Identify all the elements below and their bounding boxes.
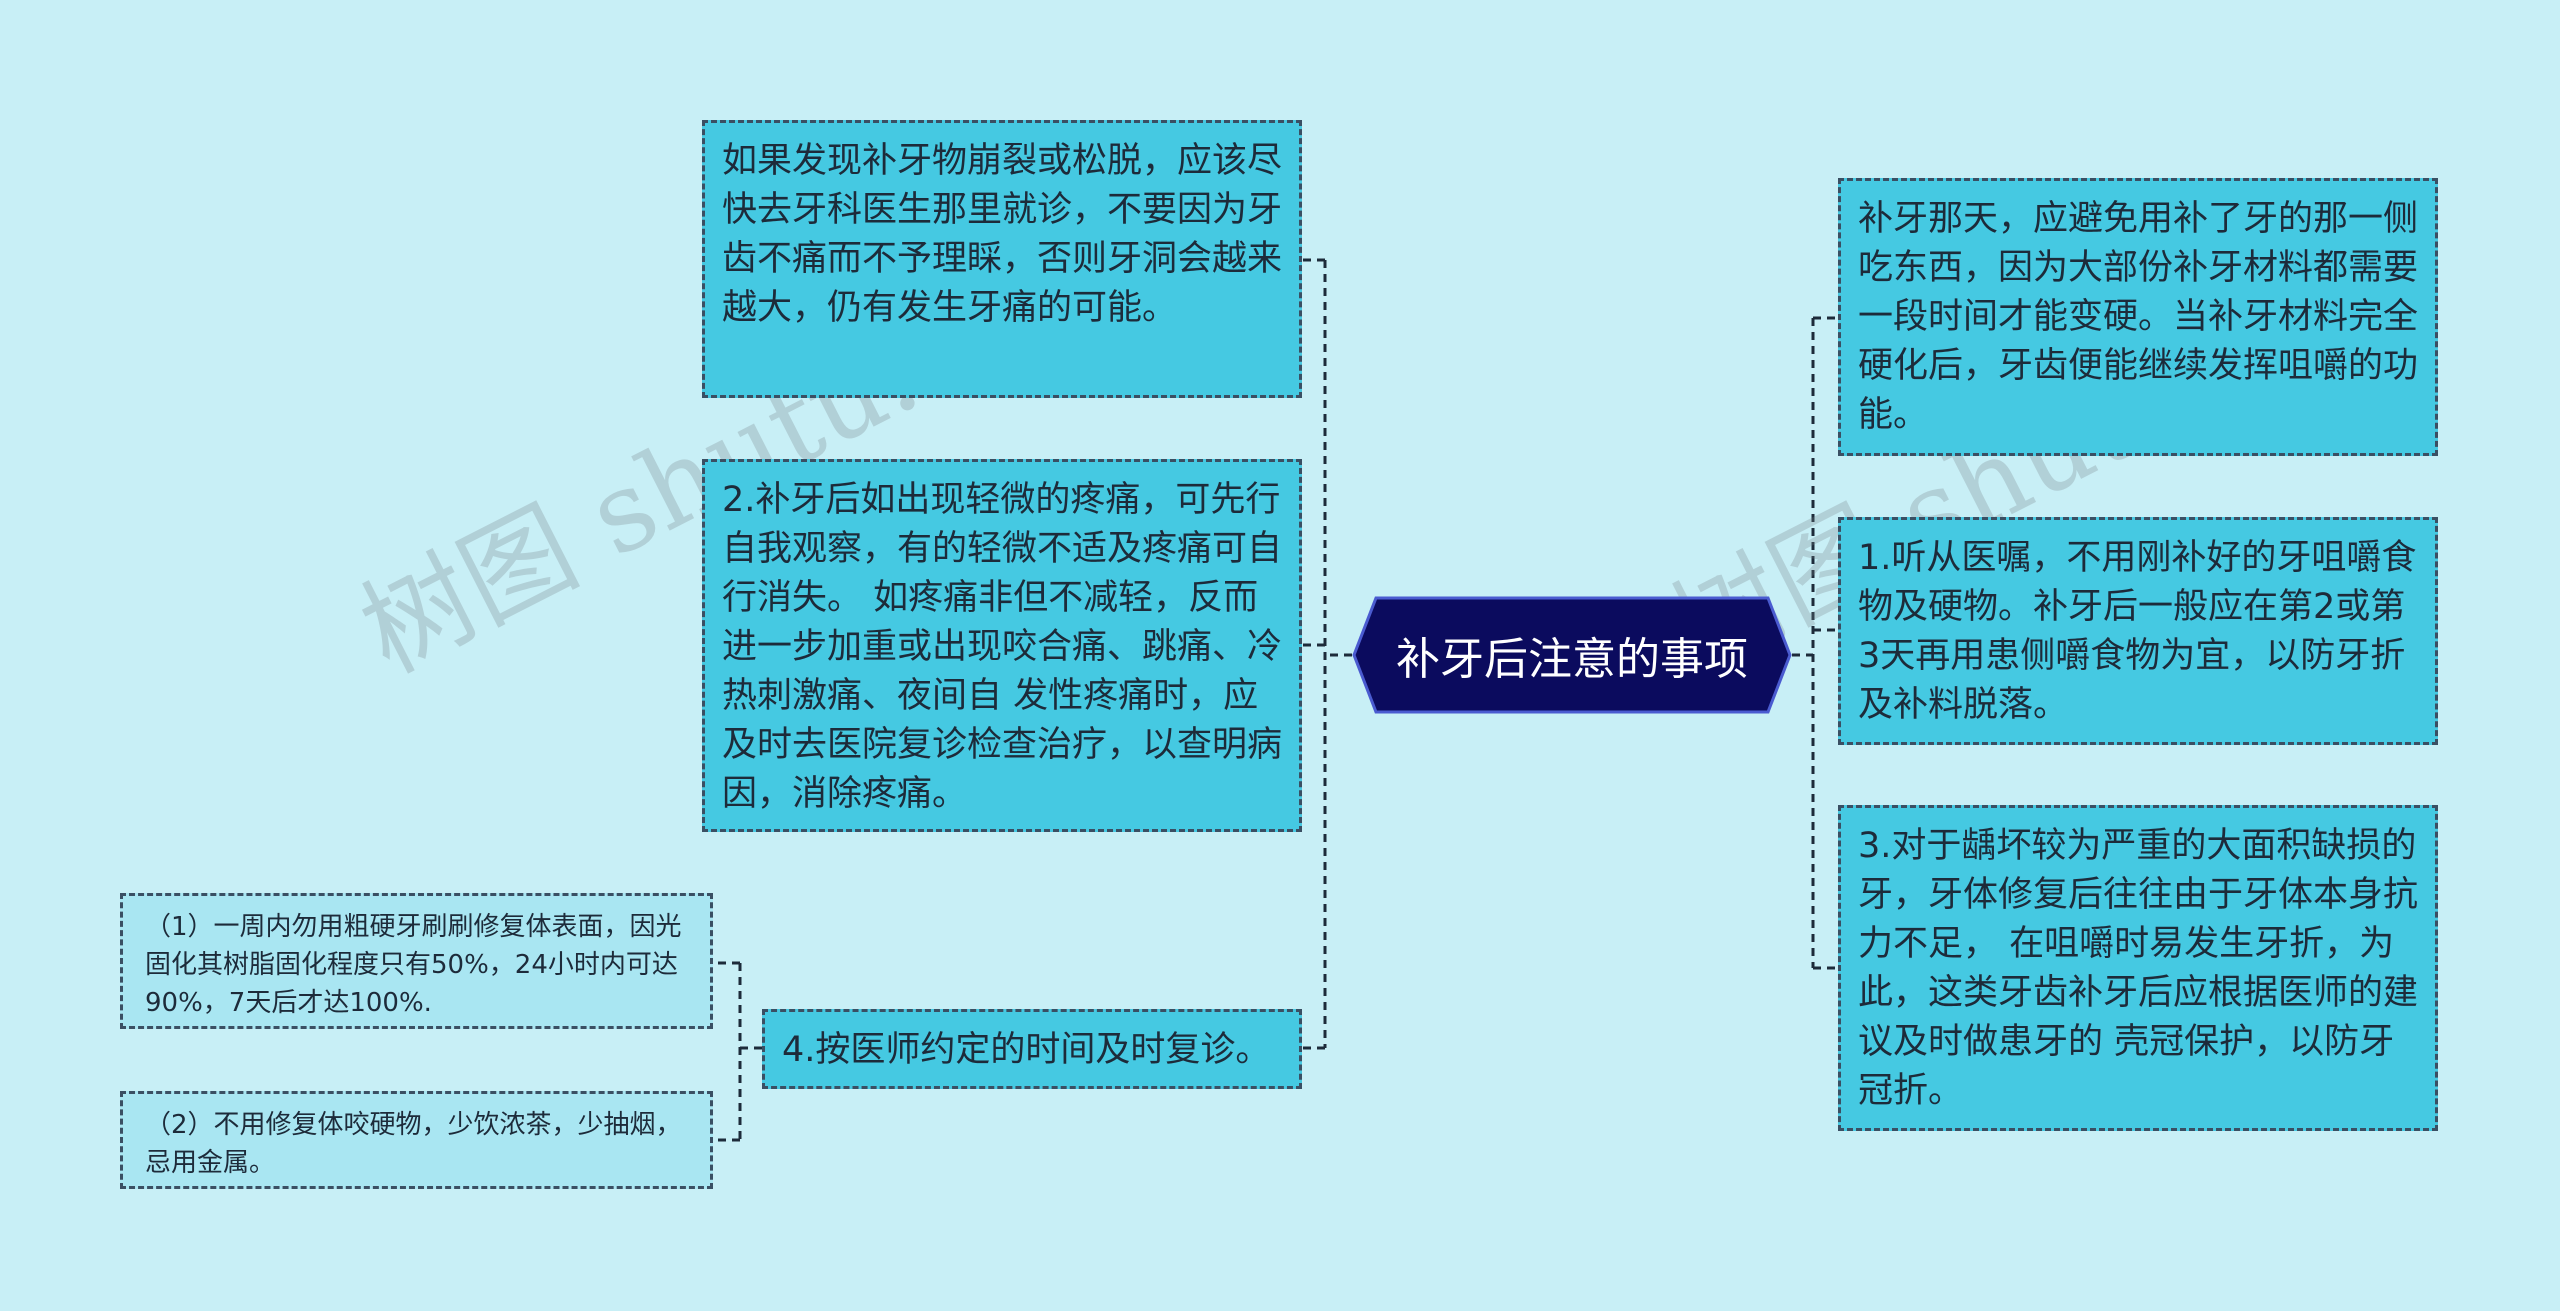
right-node-3[interactable]: 3.对于龋坏较为严重的大面积缺损的牙，牙体修复后往往由于牙体本身抗力不足， 在咀… [1838,805,2438,1131]
central-topic-label: 补牙后注意的事项 [1396,634,1748,685]
left-node-2[interactable]: 2.补牙后如出现轻微的疼痛，可先行自我观察，有的轻微不适及疼痛可自行消失。 如疼… [702,459,1302,832]
sub-node-1[interactable]: （1）一周内勿用粗硬牙刷刷修复体表面，因光固化其树脂固化程度只有50%，24小时… [120,893,713,1029]
left-node-3[interactable]: 4.按医师约定的时间及时复诊。 [762,1009,1302,1089]
right-node-2[interactable]: 1.听从医嘱，不用刚补好的牙咀嚼食物及硬物。补牙后一般应在第2或第3天再用患侧嚼… [1838,517,2438,745]
right-node-1[interactable]: 补牙那天，应避免用补了牙的那一侧吃东西，因为大部份补牙材料都需要一段时间才能变硬… [1838,178,2438,456]
left-node-1[interactable]: 如果发现补牙物崩裂或松脱，应该尽快去牙科医生那里就诊，不要因为牙齿不痛而不予理睬… [702,120,1302,398]
central-topic[interactable]: 补牙后注意的事项 [1352,596,1792,714]
sub-node-2[interactable]: （2）不用修复体咬硬物，少饮浓茶，少抽烟，忌用金属。 [120,1091,713,1189]
central-topic-shape [1352,596,1792,714]
